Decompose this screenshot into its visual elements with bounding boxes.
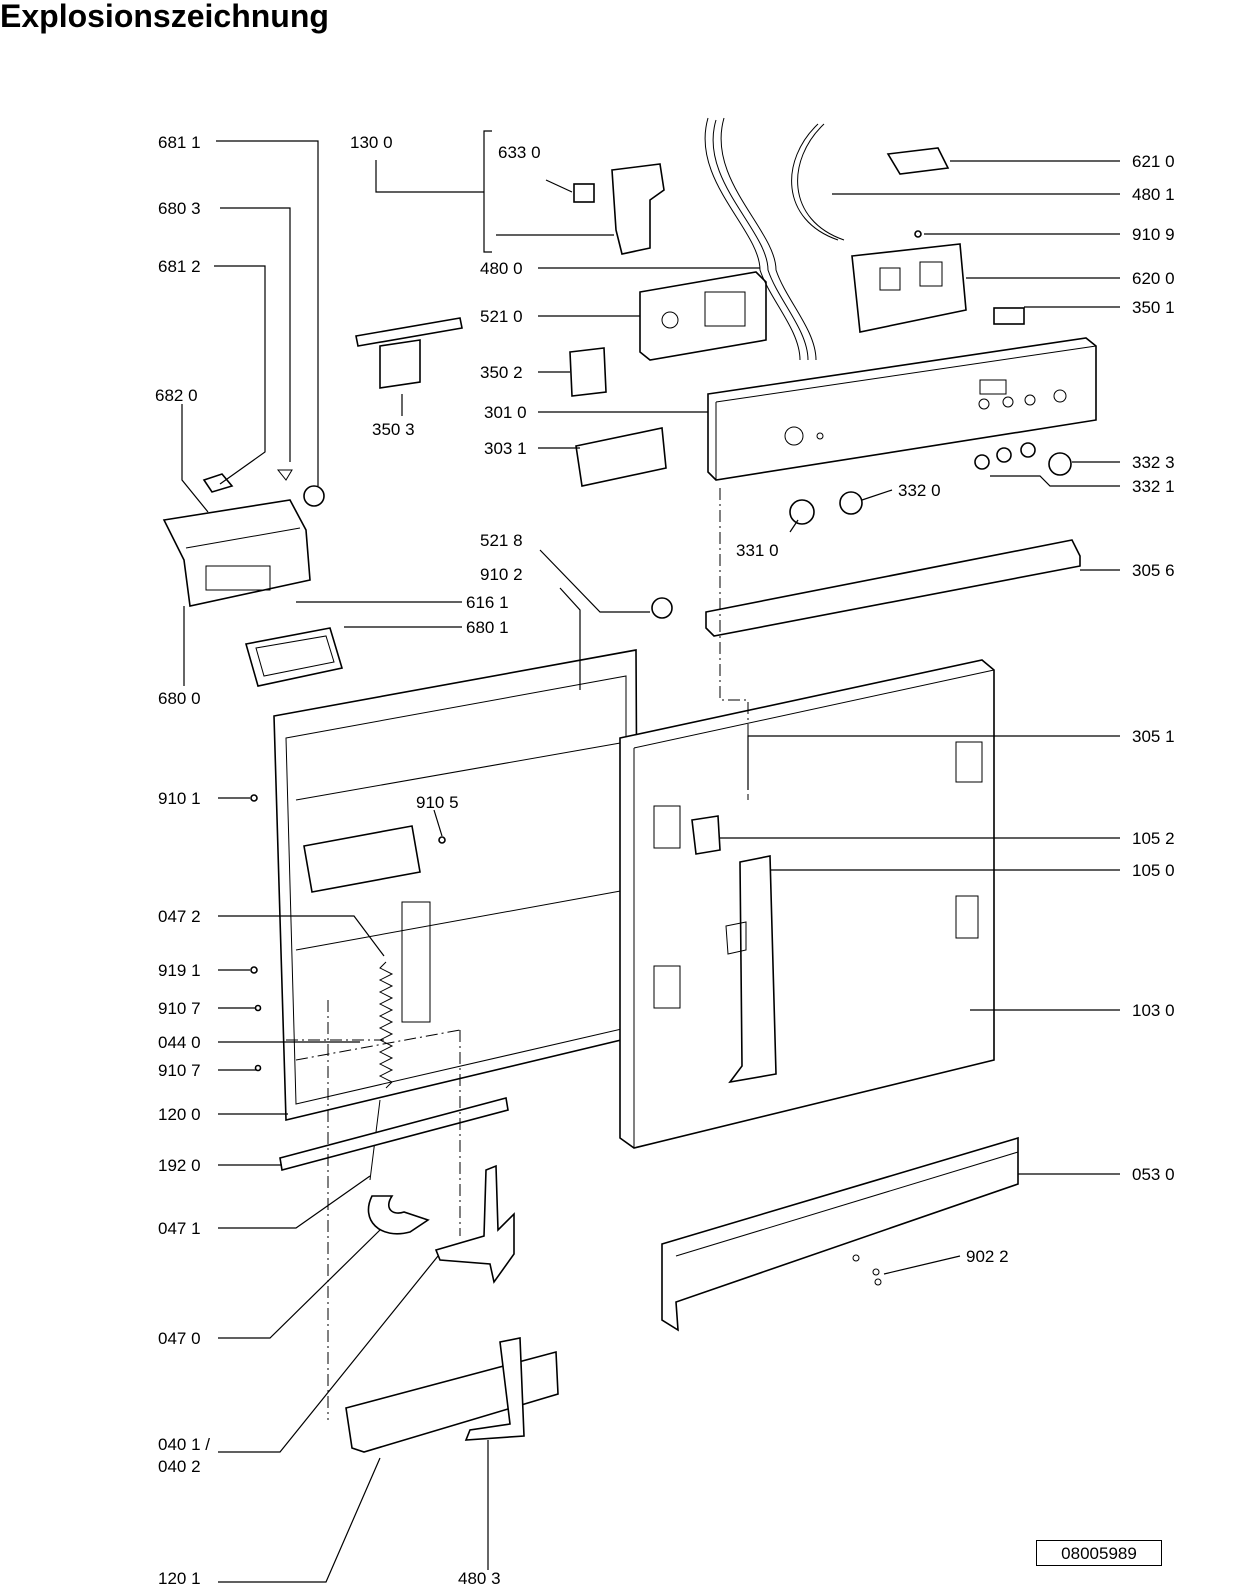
- label-680-0: 680 0: [158, 689, 201, 708]
- label-910-1: 910 1: [158, 789, 201, 808]
- label-350-1-part: [993, 307, 1025, 325]
- knobs-part: [789, 442, 1072, 525]
- label-301-0: 301 0: [484, 403, 527, 422]
- label-919-1: 919 1: [158, 961, 201, 980]
- gasket-680-1-part: [244, 627, 344, 687]
- label-480-0: 480 0: [480, 259, 523, 278]
- label-047-1: 047 1: [158, 1219, 201, 1238]
- label-120-0: 120 0: [158, 1105, 201, 1124]
- label-633-0: 633 0: [498, 143, 541, 162]
- kickplate-part: [661, 1136, 1019, 1332]
- label-910-5: 910 5: [416, 793, 459, 812]
- label-910-9: 910 9: [1132, 225, 1175, 244]
- label-620-0: 620 0: [1132, 269, 1175, 288]
- control-unit-part: [639, 271, 767, 361]
- label-040-1: 040 1 /: [158, 1435, 210, 1454]
- label-040-2: 040 2: [158, 1457, 201, 1476]
- spring-part: [378, 961, 394, 1089]
- label-681-1: 681 1: [158, 133, 201, 152]
- label-305-6: 305 6: [1132, 561, 1175, 580]
- label-130-0: 130 0: [350, 133, 393, 152]
- label-332-3: 332 3: [1132, 453, 1175, 472]
- hinge-350-3-part: [355, 317, 463, 389]
- control-panel-part: [707, 263, 1097, 481]
- bracket-620-part: [851, 243, 967, 333]
- label-350-2: 350 2: [480, 363, 523, 382]
- label-047-0: 047 0: [158, 1329, 201, 1348]
- label-105-2: 105 2: [1132, 829, 1175, 848]
- bracket-040-part: [434, 1164, 515, 1284]
- label-047-2: 047 2: [158, 907, 201, 926]
- switch-bracket-part: [573, 163, 665, 255]
- label-303-1: 303 1: [484, 439, 527, 458]
- label-910-7-b: 910 7: [158, 1061, 201, 1080]
- dispenser-part: [162, 469, 325, 607]
- label-521-0: 521 0: [480, 307, 523, 326]
- drawing-number-box: 08005989: [1036, 1540, 1162, 1566]
- label-621-0: 621 0: [1132, 152, 1175, 171]
- label-332-1: 332 1: [1132, 477, 1175, 496]
- label-682-0: 682 0: [155, 386, 198, 405]
- page-title: Explosionszeichnung: [0, 0, 329, 34]
- label-616-1: 616 1: [466, 593, 509, 612]
- label-331-0: 331 0: [736, 541, 779, 560]
- label-120-1: 120 1: [158, 1569, 201, 1585]
- outer-door-part: [619, 659, 995, 1149]
- rail-305-6-part: [705, 539, 1081, 637]
- cable-harness-part: [704, 117, 845, 361]
- handle-303-1-part: [575, 427, 667, 487]
- label-053-0: 053 0: [1132, 1165, 1175, 1184]
- sensor-521-8-part: [651, 597, 673, 619]
- label-044-0: 044 0: [158, 1033, 201, 1052]
- label-521-8: 521 8: [480, 531, 523, 550]
- label-480-3: 480 3: [458, 1569, 501, 1585]
- label-680-3: 680 3: [158, 199, 201, 218]
- strip-192-0-part: [279, 1097, 509, 1171]
- inner-door-part: [273, 649, 639, 1122]
- label-192-0: 192 0: [158, 1156, 201, 1175]
- label-350-3: 350 3: [372, 420, 415, 439]
- module-621-part: [886, 147, 950, 175]
- label-105-0: 105 0: [1132, 861, 1175, 880]
- label-902-2: 902 2: [966, 1247, 1009, 1266]
- clip-350-2-part: [569, 347, 607, 397]
- cable-guide-part: [464, 1337, 525, 1441]
- part-labels: 681 1 680 3 681 2 682 0 616 1 680 1 680 …: [155, 133, 1175, 1585]
- label-680-1: 680 1: [466, 618, 509, 637]
- label-305-1: 305 1: [1132, 727, 1175, 746]
- label-910-2: 910 2: [480, 565, 523, 584]
- label-103-0: 103 0: [1132, 1001, 1175, 1020]
- label-350-1: 350 1: [1132, 298, 1175, 317]
- label-910-7-a: 910 7: [158, 999, 201, 1018]
- label-480-1: 480 1: [1132, 185, 1175, 204]
- leader-lines: [181, 130, 1120, 1583]
- cam-047-1-part: [367, 1195, 430, 1235]
- label-332-0: 332 0: [898, 481, 941, 500]
- lower-plate-part: [345, 1350, 559, 1453]
- label-681-2: 681 2: [158, 257, 201, 276]
